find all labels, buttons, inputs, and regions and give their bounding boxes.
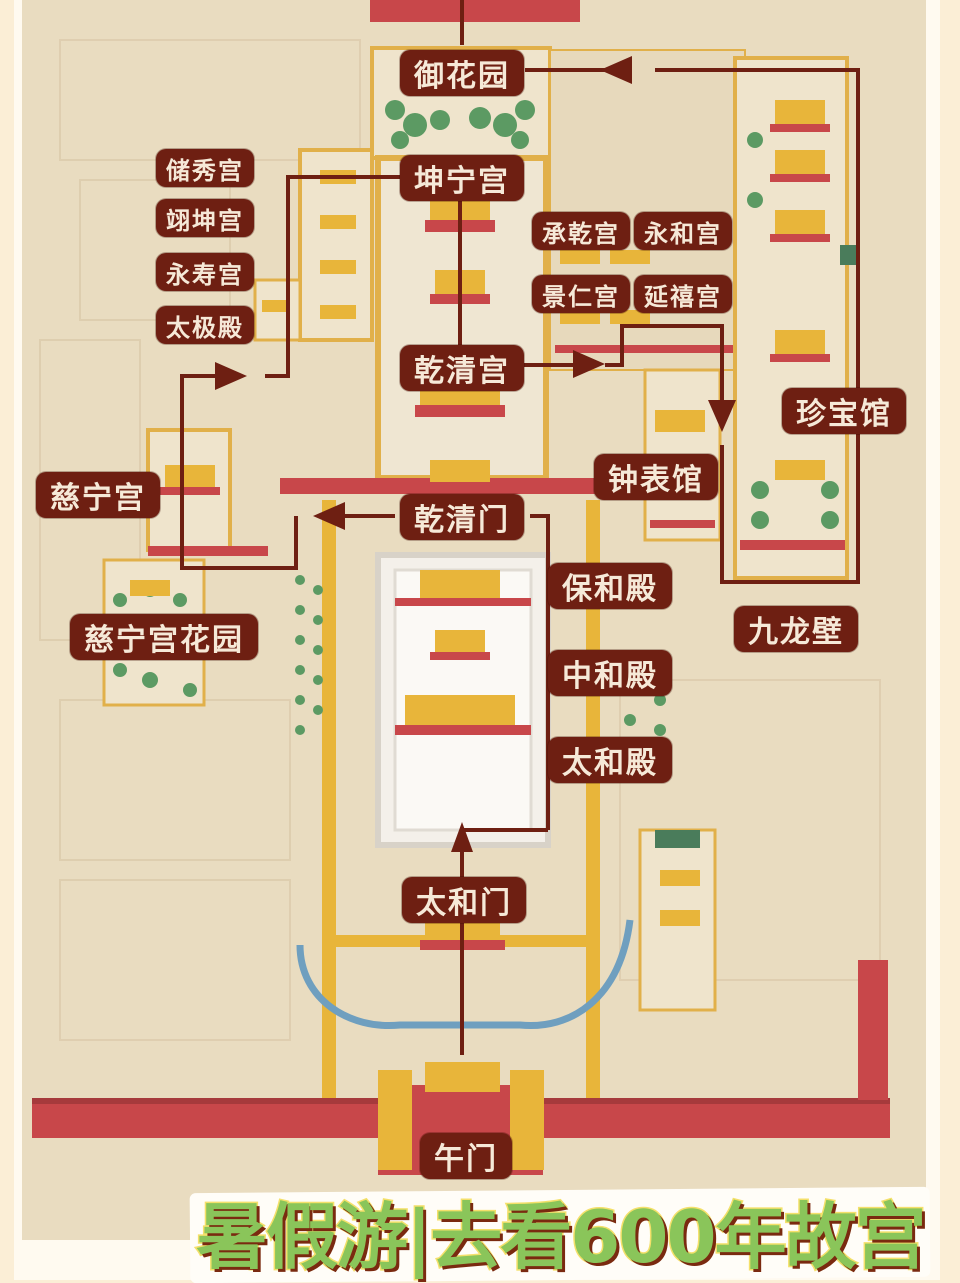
arrow-left-icon xyxy=(600,56,632,84)
label-jiulongbi[interactable]: 九龙壁 xyxy=(734,606,858,652)
label-cininggong-huayuan[interactable]: 慈宁宫花园 xyxy=(70,614,258,660)
label-kunninggong[interactable]: 坤宁宫 xyxy=(400,155,524,201)
tour-route xyxy=(180,0,860,1055)
forbidden-city-map: 御花园 坤宁宫 乾清宫 乾清门 保和殿 中和殿 太和殿 太和门 午门 慈宁宫 慈… xyxy=(22,0,926,1240)
label-baohedian[interactable]: 保和殿 xyxy=(548,563,672,609)
label-qianqinggong[interactable]: 乾清宫 xyxy=(400,345,524,391)
label-cininggong[interactable]: 慈宁宫 xyxy=(36,472,160,518)
label-east-palace[interactable]: 永和宫 xyxy=(634,212,732,250)
label-zhongbiaoguan[interactable]: 钟表馆 xyxy=(594,454,718,500)
arrow-down-icon xyxy=(708,400,736,432)
label-wumen[interactable]: 午门 xyxy=(420,1133,512,1179)
label-taihemen[interactable]: 太和门 xyxy=(402,877,526,923)
label-west-palace[interactable]: 永寿宫 xyxy=(156,253,254,291)
arrow-up-icon xyxy=(451,822,473,852)
label-zhenbaoguan[interactable]: 珍宝馆 xyxy=(782,388,906,434)
label-taihedian[interactable]: 太和殿 xyxy=(548,737,672,783)
label-east-palace[interactable]: 景仁宫 xyxy=(532,275,630,313)
label-west-palace[interactable]: 翊坤宫 xyxy=(156,199,254,237)
label-east-palace[interactable]: 延禧宫 xyxy=(634,275,732,313)
arrow-right-icon xyxy=(573,350,605,378)
garden-trees xyxy=(385,100,535,149)
arrow-left-icon xyxy=(313,502,345,530)
map-illustration xyxy=(32,0,890,1175)
title-banner: 暑假游|去看600年故宫 xyxy=(195,1194,929,1281)
label-west-palace[interactable]: 太极殿 xyxy=(156,306,254,344)
arrow-right-icon xyxy=(215,362,247,390)
label-zhonghedian[interactable]: 中和殿 xyxy=(548,650,672,696)
label-yuhuayuan[interactable]: 御花园 xyxy=(400,50,524,96)
label-qianqingmen[interactable]: 乾清门 xyxy=(400,494,524,540)
label-west-palace[interactable]: 储秀宫 xyxy=(156,149,254,187)
label-east-palace[interactable]: 承乾宫 xyxy=(532,212,630,250)
